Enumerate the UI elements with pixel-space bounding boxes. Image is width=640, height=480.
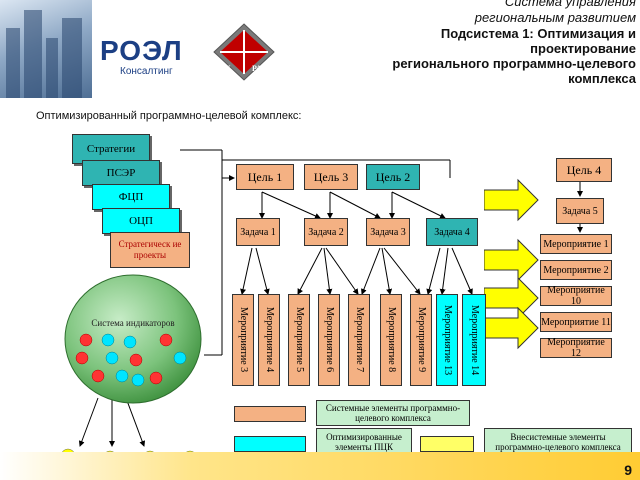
measure-6: Мероприятие 6 [318,294,340,386]
stack-strategies: Стратегии [72,134,150,164]
goal-3: Цель 3 [304,164,358,190]
measure-4: Мероприятие 4 [258,294,280,386]
legend-swatch-external [420,436,474,452]
legend-system-text: Системные элементы программно-целевого к… [316,400,470,426]
legend-swatch-system [234,406,306,422]
yellow-arrow-1 [484,178,539,222]
measure-5: Мероприятие 5 [288,294,310,386]
stack-fcp: ФЦП [92,184,170,210]
measure-7: Мероприятие 7 [348,294,370,386]
roel-logo: РОЭЛ [100,35,183,66]
measure-13-label: Мероприятие 13 [442,304,453,376]
emblem-left-text: ИПУ [212,64,231,73]
title-line-2: региональным развитием [474,10,636,25]
measure-3: Мероприятие 3 [232,294,254,386]
goal-2: Цель 2 [366,164,420,190]
stack-ocp: ОЦП [102,208,180,234]
title-line-5: регионального программно-целевого [392,56,636,71]
measure-9-label: Мероприятие 9 [416,307,427,373]
task-2: Задача 2 [304,218,348,246]
header-photo [0,0,92,98]
page-title: Система управления региональным развитие… [306,0,636,86]
measure-6-label: Мероприятие 6 [324,307,335,373]
page-number: 9 [624,462,632,478]
footer-band [0,452,640,480]
measure-3-label: Мероприятие 3 [238,307,249,373]
measure-13: Мероприятие 13 [436,294,458,386]
yellow-arrow-4 [484,306,539,350]
measure-5-label: Мероприятие 5 [294,307,305,373]
legend-swatch-optimized [234,436,306,452]
yellow-arrow-2 [484,238,539,282]
measure-14-label: Мероприятие 14 [469,304,480,376]
roel-logo-sub: Консалтинг [120,66,173,77]
task-4: Задача 4 [426,218,478,246]
measure-8-label: Мероприятие 8 [386,307,397,373]
measure-9: Мероприятие 9 [410,294,432,386]
emblem-right-text: РАН [252,64,268,73]
measure-4-label: Мероприятие 4 [264,307,275,373]
measure-7-label: Мероприятие 7 [354,307,365,373]
goal-1: Цель 1 [236,164,294,190]
title-line-4: проектирование [530,41,636,56]
right-measure-12: Мероприятие 12 [540,337,612,359]
right-measure-11: Мероприятие 11 [540,312,612,332]
legend-external-text: Внесистемные элементы программно-целевог… [484,428,632,456]
indicator-stars [75,333,187,387]
task-3: Задача 3 [366,218,410,246]
indicator-system-label: Система индикаторов [91,318,175,328]
yellow-arrow-3 [484,276,539,320]
title-line-3: Подсистема 1: Оптимизация и [440,26,636,41]
measure-14: Мероприятие 14 [462,294,486,386]
right-measure-10: Мероприятие 10 [540,285,612,307]
goal-4: Цель 4 [556,158,612,182]
right-measure-2: Мероприятие 2 [540,260,612,280]
stack-strategic-projects: Стратегическ ие проекты [110,232,190,268]
title-line-6: комплекса [568,71,636,86]
title-line-1: Система управления [504,0,636,9]
task-1: Задача 1 [236,218,280,246]
right-measure-1: Мероприятие 1 [540,234,612,254]
stack-pser: ПСЭР [82,160,160,186]
diagram-subtitle: Оптимизированный программно-целевой комп… [36,110,302,122]
task-5: Задача 5 [556,198,604,224]
measure-8: Мероприятие 8 [380,294,402,386]
ipu-ran-emblem [213,23,275,81]
